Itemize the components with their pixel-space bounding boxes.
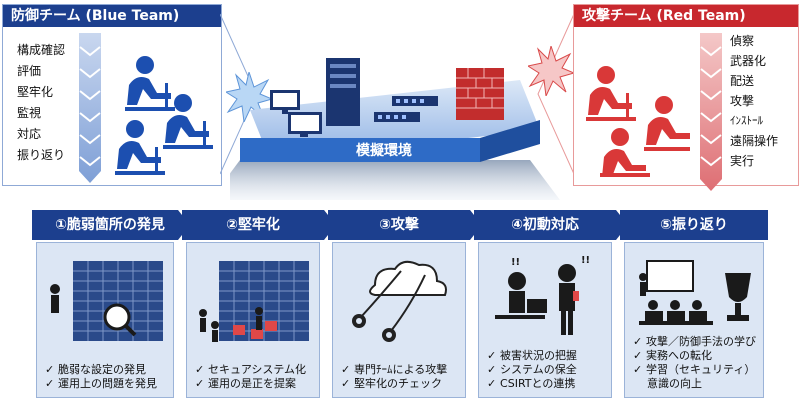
blue-flow-arrow xyxy=(79,33,101,183)
phase-title: ②堅牢化 xyxy=(226,217,280,233)
red-step-list: 偵察 武器化 配送 攻撃 ｲﾝｽﾄｰﾙ 遠隔操作 実行 xyxy=(730,31,778,171)
phase-bullets: 被害状況の把握 システムの保全 CSIRTとの連携 xyxy=(487,349,577,391)
red-step: 配送 xyxy=(730,74,755,88)
phase-bullet: CSIRTとの連携 xyxy=(487,377,577,391)
phase-body: 脆弱な設定の発見 運用上の問題を発見 xyxy=(36,242,174,398)
phase-bullets: 脆弱な設定の発見 運用上の問題を発見 xyxy=(45,363,157,391)
blue-step: 評価 xyxy=(17,64,42,78)
red-step: 遠隔操作 xyxy=(730,134,779,148)
phase-card-hardening: ②堅牢化 セキュアシステム化 運用の是正を提案 xyxy=(182,210,336,402)
phase-header-arrow xyxy=(328,210,482,240)
phase-bullet: 学習（セキュリティ） xyxy=(633,363,756,377)
phase-header-arrow xyxy=(182,210,336,240)
phase-body: 専門ﾁｰﾑによる攻撃 堅牢化のチェック xyxy=(332,242,466,398)
blue-step: 堅牢化 xyxy=(17,85,54,99)
phase-bullet-continuation: 意識の向上 xyxy=(647,377,702,390)
phase-bullets: 攻撃／防御手法の学び 実務への転化 学習（セキュリティ） 意識の向上 xyxy=(633,335,756,391)
phase-bullet: 専門ﾁｰﾑによる攻撃 xyxy=(341,363,447,377)
blue-step-list: 構成確認 評価 堅牢化 監視 対応 振り返り xyxy=(17,39,65,165)
environment-label: 模擬環境 xyxy=(356,143,412,159)
phase-bullets: 専門ﾁｰﾑによる攻撃 堅牢化のチェック xyxy=(341,363,447,391)
red-step: 武器化 xyxy=(730,54,767,68)
phase-card-initial-response: ④初動対応 !! !! 被害状況の把握 システムの保全 CSIRTとの連携 xyxy=(474,210,628,402)
phase-bullet: 運用の是正を提案 xyxy=(195,377,306,391)
phase-title: ⑤振り返り xyxy=(660,217,728,233)
red-step: 偵察 xyxy=(730,34,755,48)
svg-text:!!: !! xyxy=(511,257,520,268)
phase-card-review: ⑤振り返り 攻撃／防御手法の学び 実務への転化 学習（セキュリティ） 意識の xyxy=(620,210,768,402)
phase-card-attack: ③攻撃 専門ﾁｰﾑによる攻撃 堅牢化のチェック xyxy=(328,210,482,402)
red-team-panel: 攻撃チーム (Red Team) 偵察 武器化 配送 攻 xyxy=(573,4,799,191)
phase-cards: ①脆弱箇所の発見 脆弱な設定の発見 運用上の問題を発見 ②堅牢化 xyxy=(32,210,792,402)
phase-title: ①脆弱箇所の発見 xyxy=(55,217,165,233)
firewall-icon xyxy=(456,68,504,120)
phase-bullet: 実務への転化 xyxy=(633,349,756,363)
phase-body: 攻撃／防御手法の学び 実務への転化 学習（セキュリティ） 意識の向上 xyxy=(624,242,764,398)
phase-bullet: システムの保全 xyxy=(487,363,577,377)
blue-step: 構成確認 xyxy=(17,43,66,57)
red-impact-burst-icon xyxy=(528,46,574,96)
phase-title: ④初動対応 xyxy=(511,217,579,233)
cloud-biohazard-icon xyxy=(352,260,447,342)
phase-header-arrow xyxy=(620,210,768,240)
phase-header-arrow xyxy=(474,210,628,240)
phase-bullet: 堅牢化のチェック xyxy=(341,377,447,391)
red-team-title: 攻撃チーム (Red Team) xyxy=(574,5,798,27)
blue-team-title: 防御チーム (Blue Team) xyxy=(3,5,221,27)
wall-magnifier-icon xyxy=(50,261,163,341)
red-step: 攻撃 xyxy=(730,94,755,108)
phase-bullets: セキュアシステム化 運用の是正を提案 xyxy=(195,363,306,391)
phase-bullet: セキュアシステム化 xyxy=(195,363,306,377)
phase-body: セキュアシステム化 運用の是正を提案 xyxy=(186,242,320,398)
svg-text:!!: !! xyxy=(581,255,590,266)
blue-step: 監視 xyxy=(17,106,42,120)
phase-bullet: 攻撃／防御手法の学び xyxy=(633,335,756,349)
classroom-trophy-icon xyxy=(639,260,751,325)
blue-step: 対応 xyxy=(17,127,42,141)
phase-body: !! !! 被害状況の把握 システムの保全 CSIRTとの連携 xyxy=(478,242,612,398)
simulated-environment-platform xyxy=(230,58,560,200)
blue-team-people-icon xyxy=(115,56,213,175)
phase-bullet: 運用上の問題を発見 xyxy=(45,377,157,391)
phase-header-arrow xyxy=(32,210,190,240)
response-team-icon: !! !! xyxy=(495,255,590,335)
blue-team-panel: 防御チーム (Blue Team) 構成確認 評価 堅牢化 監視 対応 振り返り xyxy=(2,4,222,186)
red-flow-arrow xyxy=(700,33,722,191)
blue-step: 振り返り xyxy=(17,148,66,162)
red-team-people-icon xyxy=(586,66,690,177)
phase-bullet: 被害状況の把握 xyxy=(487,349,577,363)
phase-bullet: 脆弱な設定の発見 xyxy=(45,363,157,377)
red-connector xyxy=(537,13,574,175)
phase-title: ③攻撃 xyxy=(379,217,419,233)
red-step: ｲﾝｽﾄｰﾙ xyxy=(730,114,763,127)
wall-builders-icon xyxy=(199,261,309,342)
phase-card-discovery: ①脆弱箇所の発見 脆弱な設定の発見 運用上の問題を発見 xyxy=(32,210,190,402)
red-step: 実行 xyxy=(730,154,755,168)
